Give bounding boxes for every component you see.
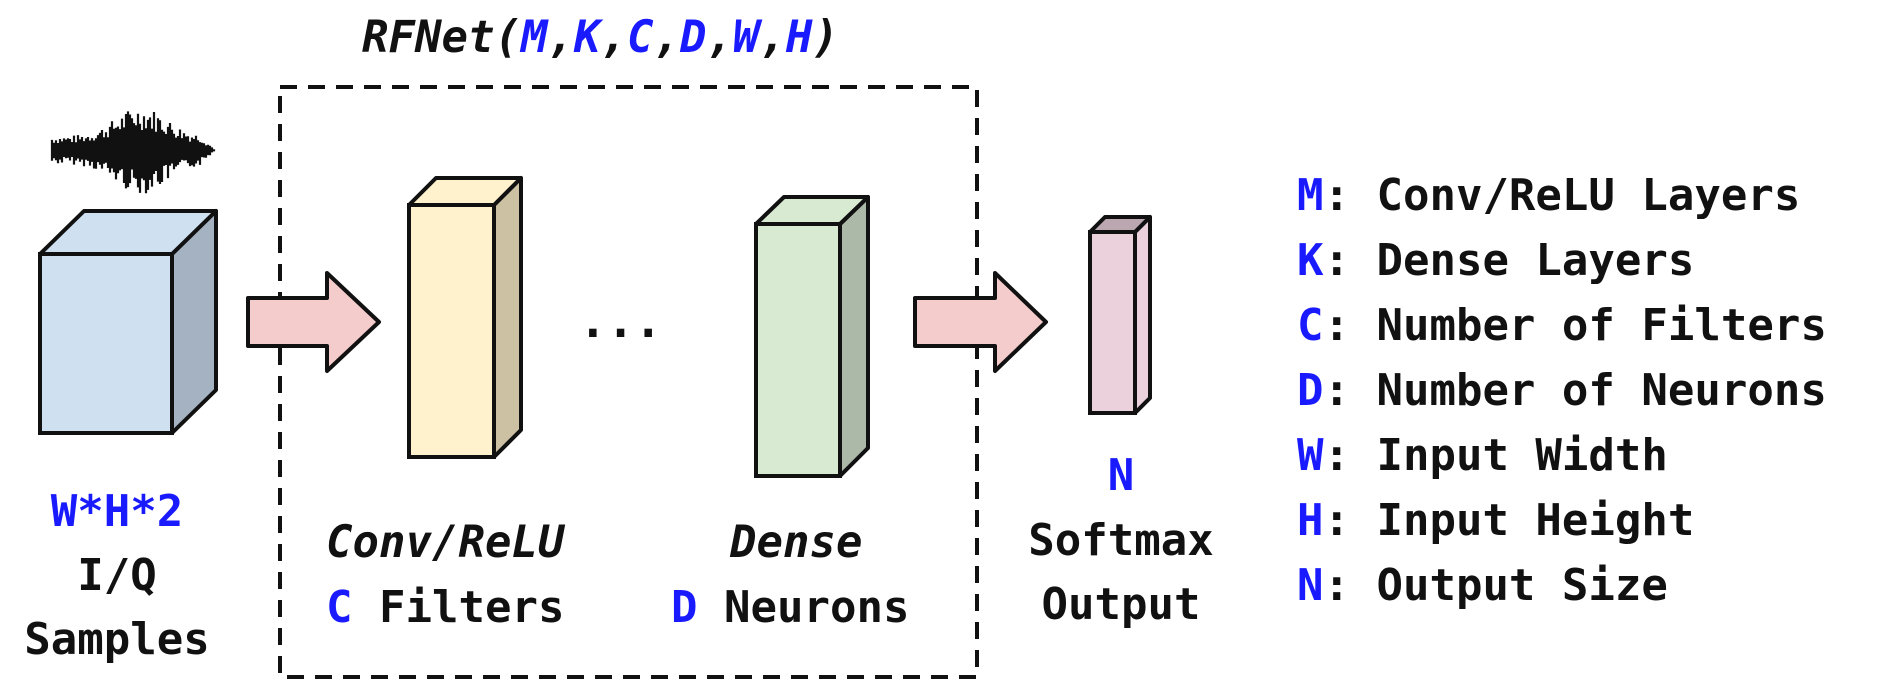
dense-block-front <box>754 222 842 478</box>
diagram-title: RFNet(M,K,C,D,W,H) <box>362 12 839 63</box>
legend-item: M: Conv/ReLU Layers <box>1297 170 1800 221</box>
legend-desc: Conv/ReLU Layers <box>1376 170 1800 221</box>
legend-desc: Output Size <box>1376 560 1667 611</box>
rfnet-dashed-box <box>278 85 979 679</box>
input-label-line1: I/Q <box>77 550 156 601</box>
arrow-dense-to-output <box>913 271 1048 373</box>
legend-key: M <box>1297 170 1324 221</box>
waveform-icon <box>50 111 216 194</box>
dense-count-var: D <box>671 582 698 633</box>
conv-name: Conv/ReLU <box>326 517 566 568</box>
dense-count: D Neurons <box>671 582 909 633</box>
legend: M: Conv/ReLU Layers K: Dense Layers C: Num… <box>1297 170 1827 611</box>
legend-item: W: Input Width <box>1297 430 1668 481</box>
legend-desc: Input Width <box>1376 430 1667 481</box>
legend-item: K: Dense Layers <box>1297 235 1694 286</box>
legend-key: W <box>1297 430 1324 481</box>
input-dims: W*H*2 <box>51 486 183 537</box>
legend-item: N: Output Size <box>1297 560 1668 611</box>
waveform-trace <box>50 111 216 194</box>
legend-key: K <box>1297 235 1324 286</box>
layers-ellipsis: ... <box>579 294 662 348</box>
legend-desc: Input Height <box>1376 495 1694 546</box>
conv-block-front <box>407 203 496 459</box>
input-cube-front <box>38 252 174 435</box>
conv-block-side <box>492 176 523 459</box>
output-block-side <box>1133 215 1152 415</box>
output-block <box>1088 215 1152 415</box>
legend-key: D <box>1297 365 1324 416</box>
input-label-line2: Samples <box>24 614 209 665</box>
output-label-line1: Softmax <box>1028 515 1213 566</box>
dense-count-label: Neurons <box>724 582 909 633</box>
conv-count-label: Filters <box>379 582 564 633</box>
legend-key: H <box>1297 495 1324 546</box>
dense-block <box>754 195 870 478</box>
legend-desc: Dense Layers <box>1376 235 1694 286</box>
legend-item: D: Number of Neurons <box>1297 365 1827 416</box>
arrow-input-to-conv <box>246 271 381 373</box>
legend-desc: Number of Filters <box>1376 300 1826 351</box>
output-block-front <box>1088 230 1137 415</box>
legend-desc: Number of Neurons <box>1376 365 1826 416</box>
legend-key: C <box>1297 300 1324 351</box>
output-size-var: N <box>1108 450 1135 501</box>
legend-item: H: Input Height <box>1297 495 1694 546</box>
conv-count: C Filters <box>326 582 564 633</box>
dense-block-side <box>838 195 870 478</box>
legend-item: C: Number of Filters <box>1297 300 1827 351</box>
input-cube <box>38 209 218 435</box>
legend-key: N <box>1297 560 1324 611</box>
output-label-line2: Output <box>1042 579 1201 630</box>
conv-count-var: C <box>326 582 353 633</box>
dense-name: Dense <box>729 517 862 568</box>
conv-block <box>407 176 523 459</box>
